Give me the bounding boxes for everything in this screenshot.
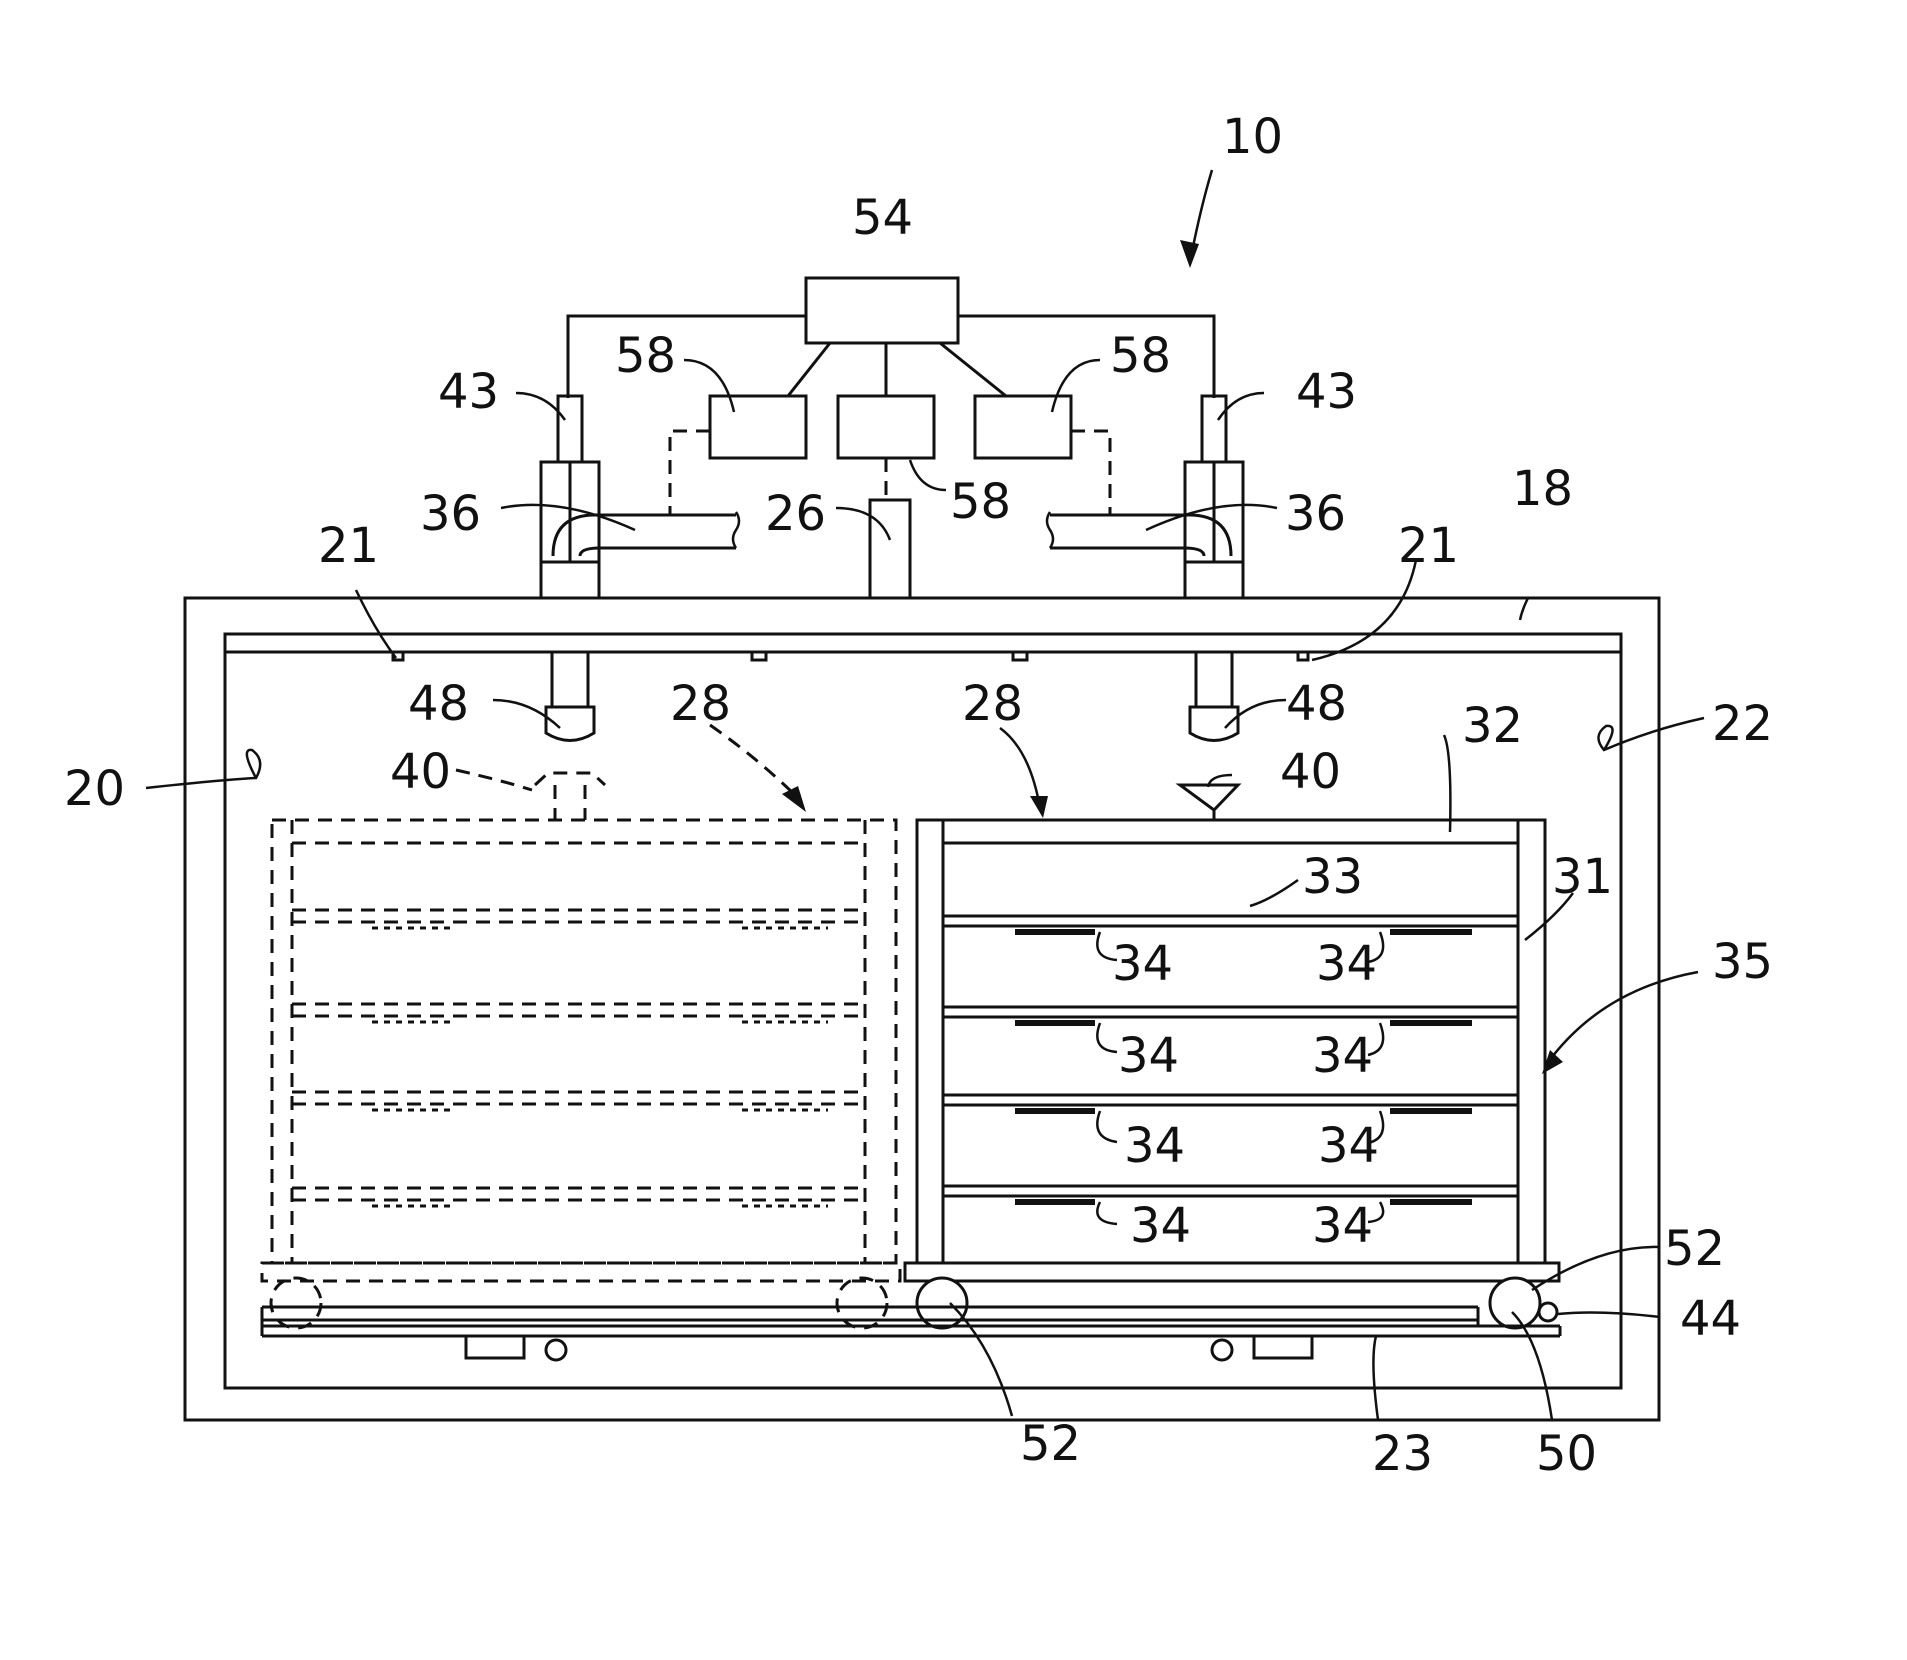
- label-34-r3-right: 34: [1318, 1118, 1379, 1174]
- rack-right-position: [905, 785, 1559, 1328]
- label-31: 31: [1552, 849, 1613, 905]
- label-34-r4-right: 34: [1312, 1198, 1373, 1254]
- label-50: 50: [1536, 1426, 1597, 1482]
- label-33: 33: [1302, 849, 1363, 905]
- label-43-left: 43: [438, 364, 499, 420]
- label-40-right: 40: [1280, 744, 1341, 800]
- label-34-r1-right: 34: [1316, 936, 1377, 992]
- label-22: 22: [1712, 696, 1773, 752]
- label-28-left: 28: [670, 676, 731, 732]
- leader-lines: [146, 170, 1704, 1420]
- reference-numerals: 10 54 58 58 58 43 43 36 36 26 18 21 21 4…: [64, 109, 1773, 1482]
- label-21-right: 21: [1398, 518, 1459, 574]
- label-28-right: 28: [962, 676, 1023, 732]
- label-34-r1-left: 34: [1112, 936, 1173, 992]
- label-58-right: 58: [1110, 328, 1171, 384]
- rack-left-position: [262, 773, 900, 1328]
- label-58-left: 58: [615, 328, 676, 384]
- label-34-r3-left: 34: [1124, 1118, 1185, 1174]
- label-34-r2-right: 34: [1312, 1028, 1373, 1084]
- label-58-center: 58: [950, 474, 1011, 530]
- label-34-r4-left: 34: [1130, 1198, 1191, 1254]
- control-unit: [568, 278, 1214, 515]
- right-actuator: [1047, 396, 1243, 741]
- label-32: 32: [1462, 698, 1523, 754]
- label-40-left: 40: [390, 744, 451, 800]
- label-21-left: 21: [318, 518, 379, 574]
- label-26: 26: [765, 486, 826, 542]
- label-10: 10: [1222, 109, 1283, 165]
- label-48-left: 48: [408, 676, 469, 732]
- rail-track: [262, 1307, 1560, 1360]
- label-48-right: 48: [1286, 676, 1347, 732]
- label-44: 44: [1680, 1291, 1741, 1347]
- label-54: 54: [852, 190, 913, 246]
- label-36-left: 36: [420, 486, 481, 542]
- label-18: 18: [1512, 461, 1573, 517]
- label-52-right: 52: [1664, 1221, 1725, 1277]
- label-23: 23: [1372, 1426, 1433, 1482]
- label-36-right: 36: [1285, 486, 1346, 542]
- label-34-r2-left: 34: [1118, 1028, 1179, 1084]
- label-43-right: 43: [1296, 364, 1357, 420]
- label-52-left: 52: [1020, 1416, 1081, 1472]
- label-35: 35: [1712, 934, 1773, 990]
- central-inlet: [870, 500, 910, 598]
- label-20: 20: [64, 761, 125, 817]
